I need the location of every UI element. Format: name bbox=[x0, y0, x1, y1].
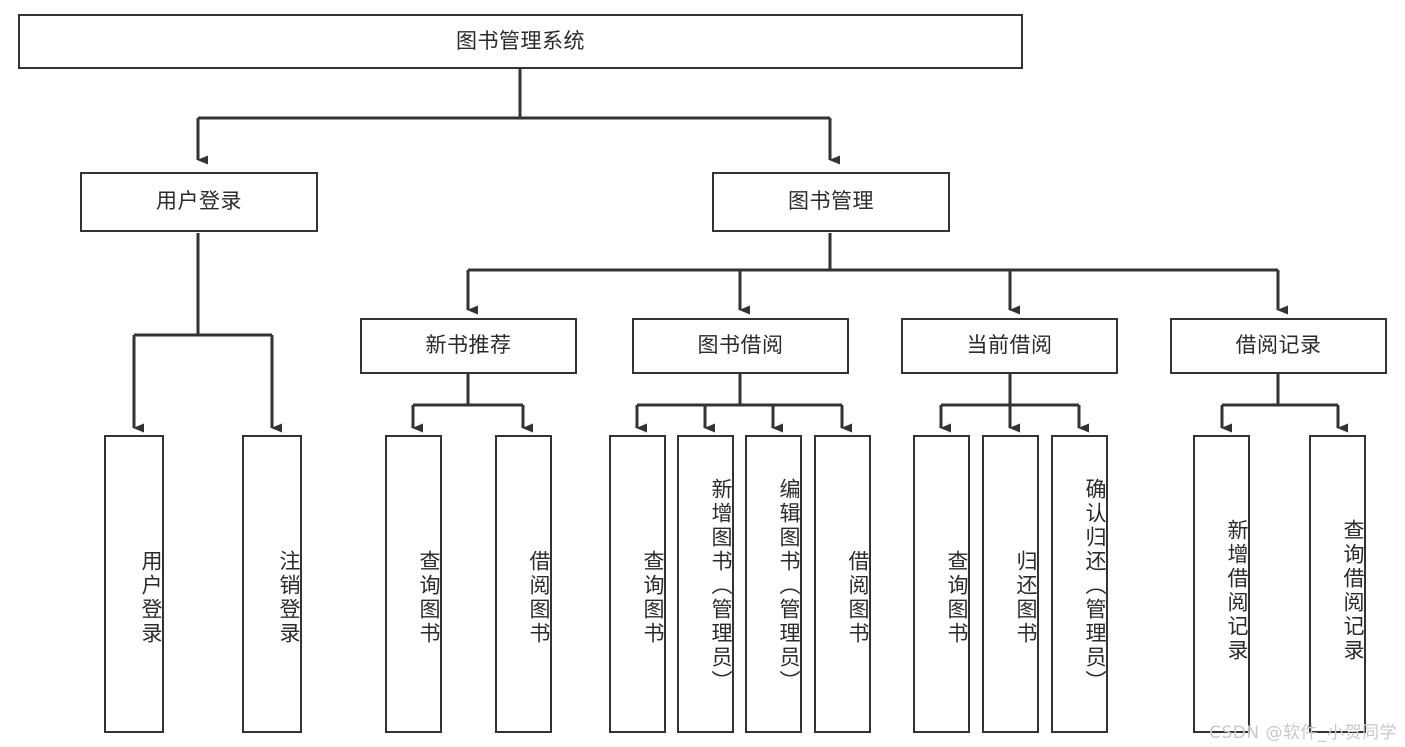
node-leaf-new-book-query-book[interactable]: 查询图书 bbox=[385, 435, 442, 733]
node-leaf-book-borrow-add-book-admin[interactable]: 新增图书（管理员） bbox=[677, 435, 734, 733]
node-label: 查询借阅记录 bbox=[1341, 519, 1365, 663]
node-leaf-book-borrow-borrow-book[interactable]: 借阅图书 bbox=[814, 435, 871, 733]
node-label: 图书管理系统 bbox=[456, 28, 585, 53]
node-label: 借阅记录 bbox=[1235, 333, 1322, 358]
node-leaf-current-borrow-query-book[interactable]: 查询图书 bbox=[913, 435, 970, 733]
node-leaf-user-login-login[interactable]: 用户登录 bbox=[104, 435, 164, 733]
node-leaf-borrow-record-add-record[interactable]: 新增借阅记录 bbox=[1193, 435, 1250, 733]
node-leaf-current-borrow-return-book[interactable]: 归还图书 bbox=[982, 435, 1039, 733]
node-book-management[interactable]: 图书管理 bbox=[712, 172, 950, 232]
node-leaf-user-login-logout[interactable]: 注销登录 bbox=[242, 435, 302, 733]
node-leaf-borrow-record-query-record[interactable]: 查询借阅记录 bbox=[1309, 435, 1366, 733]
node-current-borrowing[interactable]: 当前借阅 bbox=[901, 318, 1118, 374]
node-label: 确认归还（管理员） bbox=[1083, 478, 1107, 694]
node-label: 查询图书 bbox=[417, 550, 441, 646]
node-label: 编辑图书（管理员） bbox=[777, 478, 801, 694]
node-new-book-recommendation[interactable]: 新书推荐 bbox=[360, 318, 577, 374]
node-label: 图书借阅 bbox=[697, 333, 784, 358]
node-label: 借阅图书 bbox=[846, 550, 870, 646]
node-root-book-management-system[interactable]: 图书管理系统 bbox=[18, 14, 1023, 69]
node-label: 归还图书 bbox=[1014, 550, 1038, 646]
node-label: 新书推荐 bbox=[425, 333, 512, 358]
node-leaf-new-book-borrow-book[interactable]: 借阅图书 bbox=[495, 435, 552, 733]
node-book-borrowing[interactable]: 图书借阅 bbox=[632, 318, 849, 374]
node-leaf-book-borrow-query-book[interactable]: 查询图书 bbox=[609, 435, 666, 733]
node-label: 新增图书（管理员） bbox=[709, 478, 733, 694]
node-label: 新增借阅记录 bbox=[1225, 519, 1249, 663]
node-label: 图书管理 bbox=[788, 189, 874, 214]
node-label: 用户登录 bbox=[156, 189, 242, 214]
node-label: 查询图书 bbox=[641, 550, 665, 646]
node-leaf-current-borrow-confirm-return-admin[interactable]: 确认归还（管理员） bbox=[1051, 435, 1108, 733]
node-label: 用户登录 bbox=[139, 550, 163, 646]
node-user-login[interactable]: 用户登录 bbox=[80, 172, 318, 232]
node-label: 查询图书 bbox=[945, 550, 969, 646]
node-label: 注销登录 bbox=[277, 550, 301, 646]
node-leaf-book-borrow-edit-book-admin[interactable]: 编辑图书（管理员） bbox=[745, 435, 802, 733]
node-borrow-records[interactable]: 借阅记录 bbox=[1170, 318, 1387, 374]
node-label: 借阅图书 bbox=[527, 550, 551, 646]
node-label: 当前借阅 bbox=[966, 333, 1053, 358]
csdn-watermark: CSDN @软件_小贺同学 bbox=[1209, 723, 1397, 743]
